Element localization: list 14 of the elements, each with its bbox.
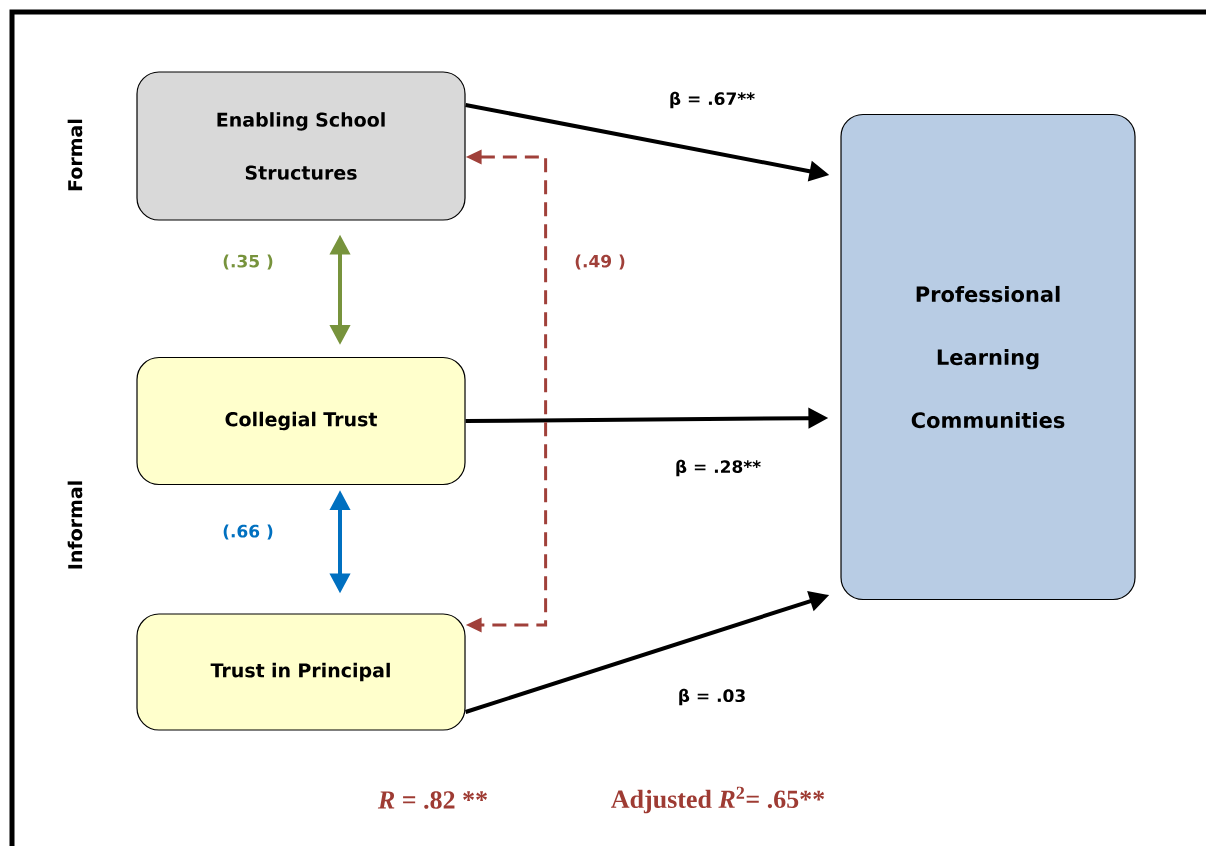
box: Enabling School Structures bbox=[136, 71, 466, 221]
edge-label: (.49 ) bbox=[572, 252, 628, 272]
statistic: Adjusted R$^{2}$= .65** bbox=[611, 786, 825, 814]
edge-label: (.35 ) bbox=[220, 252, 276, 272]
side-label: Informal bbox=[67, 481, 83, 569]
side-label: Formal bbox=[67, 119, 83, 191]
edge-label: β = .67** bbox=[666, 89, 758, 111]
box: Trust in Principal bbox=[136, 613, 466, 731]
edge-label: (.66 ) bbox=[220, 522, 276, 542]
statistic: R = .82 ** bbox=[377, 791, 487, 809]
box: Collegial Trust bbox=[136, 356, 466, 486]
box: Professional Learning Communities bbox=[840, 113, 1136, 601]
edge-label: β = .03 bbox=[675, 686, 749, 708]
edge-label: β = .28** bbox=[672, 457, 764, 479]
